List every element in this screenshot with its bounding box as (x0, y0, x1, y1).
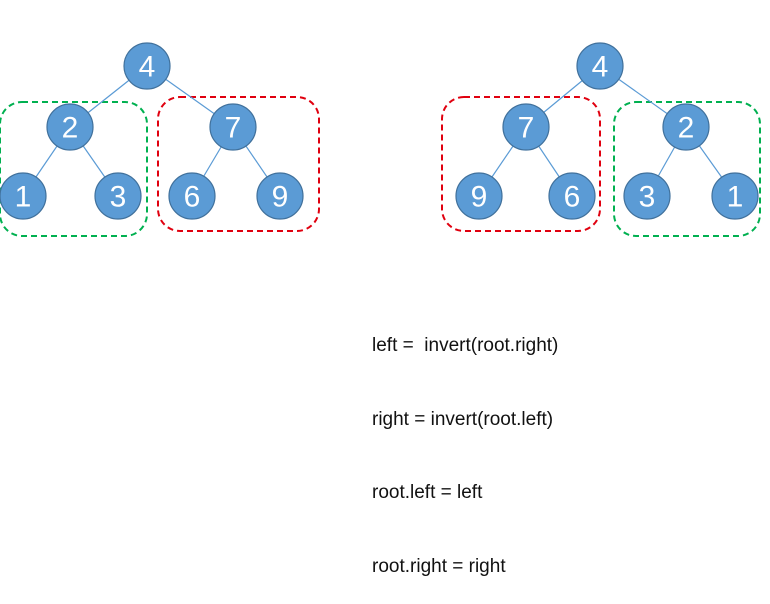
tree-node: 3 (94, 172, 142, 220)
tree-node: 6 (168, 172, 216, 220)
node-circle (168, 172, 216, 220)
original-tree-right-subtree-box (157, 96, 320, 232)
inverted-tree-left-subtree-box (441, 96, 601, 232)
node-label: 9 (471, 181, 488, 214)
tree-node: 2 (662, 103, 710, 151)
node-circle (623, 172, 671, 220)
node-label: 2 (678, 112, 695, 145)
node-circle (576, 42, 624, 90)
node-circle (662, 103, 710, 151)
node-circle (0, 172, 47, 220)
tree-node: 7 (209, 103, 257, 151)
inverted-tree-right-subtree-box (613, 101, 761, 237)
tree-node: 3 (623, 172, 671, 220)
original-tree-left-subtree-box (0, 101, 148, 237)
node-circle (256, 172, 304, 220)
code-snippet: left = invert(root.right) right = invert… (372, 285, 558, 604)
node-label: 1 (727, 181, 744, 214)
node-label: 3 (110, 181, 127, 214)
tree-node: 9 (256, 172, 304, 220)
node-circle (502, 103, 550, 151)
tree-inversion-diagram: 4 2 7 1 3 6 9 4 7 2 9 6 3 1 (0, 42, 761, 237)
node-circle (123, 42, 171, 90)
node-circle (455, 172, 503, 220)
node-circle (711, 172, 759, 220)
tree-node: 4 (576, 42, 624, 90)
code-line: root.right = right (372, 555, 506, 577)
node-label: 1 (15, 181, 32, 214)
code-line: root.left = left (372, 482, 483, 503)
node-label: 3 (639, 181, 656, 214)
node-label: 7 (518, 112, 535, 145)
tree-node: 9 (455, 172, 503, 220)
node-label: 6 (184, 181, 201, 214)
tree-node: 1 (711, 172, 759, 220)
node-label: 4 (592, 51, 609, 84)
tree-nodes: 4 2 7 1 3 6 9 4 7 2 9 6 3 1 (0, 42, 759, 220)
node-circle (209, 103, 257, 151)
node-label: 4 (139, 51, 156, 84)
node-circle (94, 172, 142, 220)
node-circle (548, 172, 596, 220)
node-label: 6 (564, 181, 581, 214)
node-circle (46, 103, 94, 151)
node-label: 9 (272, 181, 289, 214)
subtree-boxes (0, 96, 761, 237)
tree-node: 4 (123, 42, 171, 90)
code-line: right = invert(root.left) (372, 408, 554, 430)
code-line: left = invert(root.right) (372, 335, 559, 356)
tree-node: 6 (548, 172, 596, 220)
tree-node: 1 (0, 172, 47, 220)
node-label: 7 (225, 112, 242, 145)
tree-node: 2 (46, 103, 94, 151)
tree-node: 7 (502, 103, 550, 151)
node-label: 2 (62, 112, 79, 145)
